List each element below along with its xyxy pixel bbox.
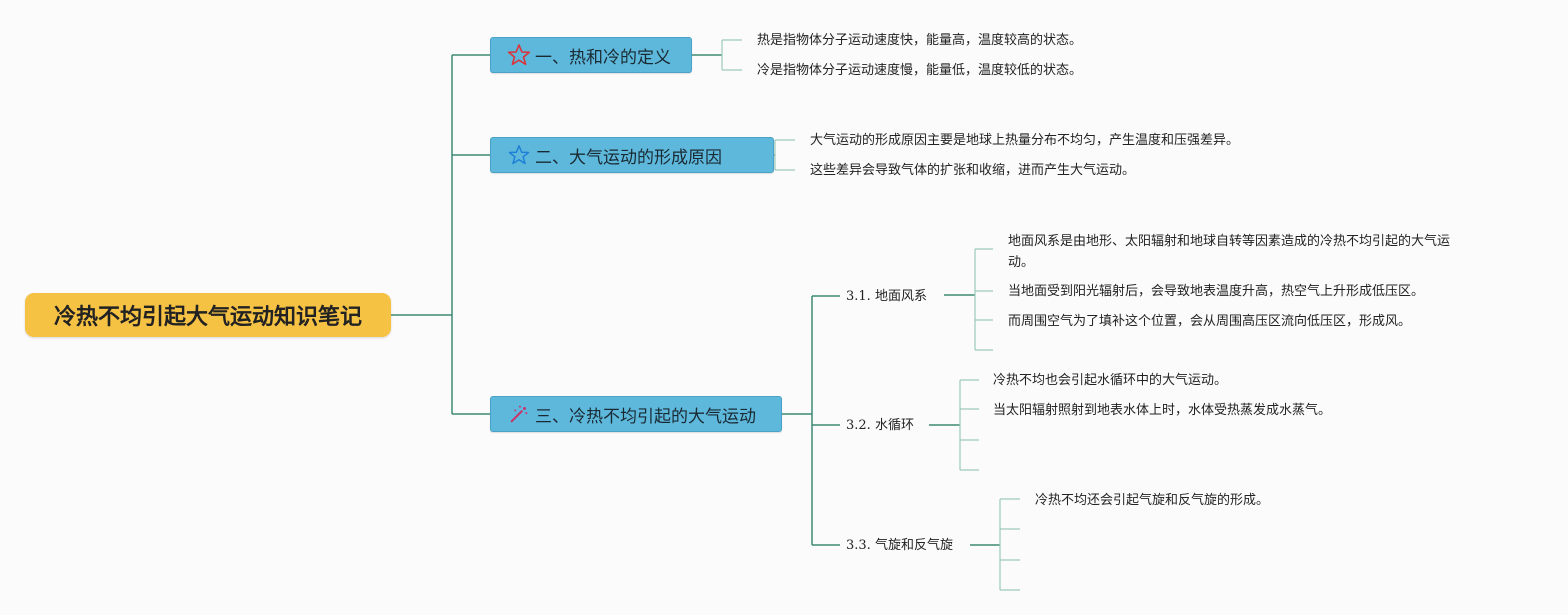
subtopic-cyclone[interactable]: 3.3. 气旋和反气旋 <box>846 538 953 553</box>
leaf-text: 大气运动的形成原因主要是地球上热量分布不均匀，产生温度和压强差异。 <box>810 133 1240 148</box>
blue-star-icon <box>507 143 531 167</box>
topic-formation-cause[interactable]: 二、大气运动的形成原因 <box>490 137 774 173</box>
subtopic-water-cycle[interactable]: 3.2. 水循环 <box>846 418 914 433</box>
red-star-icon <box>507 43 531 67</box>
root-topic[interactable]: 冷热不均引起大气运动知识笔记 <box>25 293 391 337</box>
leaf-text: 冷热不均还会引起气旋和反气旋的形成。 <box>1035 493 1270 508</box>
leaf-text: 当太阳辐射照射到地表水体上时，水体受热蒸发成水蒸气。 <box>993 403 1332 418</box>
leaf-text: 而周围空气为了填补这个位置，会从周围高压区流向低压区，形成风。 <box>1008 314 1412 329</box>
leaf-text: 地面风系是由地形、太阳辐射和地球自转等因素造成的冷热不均引起的大气运 <box>1008 234 1451 249</box>
leaf-text: 热是指物体分子运动速度快，能量高，温度较高的状态。 <box>757 33 1083 48</box>
leaf-text: 这些差异会导致气体的扩张和收缩，进而产生大气运动。 <box>810 163 1136 178</box>
topic-definition[interactable]: 一、热和冷的定义 <box>490 37 692 73</box>
topic-atmospheric-motion[interactable]: 三、冷热不均引起的大气运动 <box>490 396 782 432</box>
topic-label: 一、热和冷的定义 <box>535 47 671 68</box>
leaf-text: 冷热不均也会引起水循环中的大气运动。 <box>993 373 1228 388</box>
topic-label: 二、大气运动的形成原因 <box>535 147 722 168</box>
leaf-text: 冷是指物体分子运动速度慢，能量低，温度较低的状态。 <box>757 63 1083 78</box>
magic-wand-icon <box>507 402 531 426</box>
subtopic-ground-wind[interactable]: 3.1. 地面风系 <box>846 289 927 304</box>
topic-label: 三、冷热不均引起的大气运动 <box>535 406 756 427</box>
leaf-text: 动。 <box>1008 255 1035 270</box>
root-title: 冷热不均引起大气运动知识笔记 <box>53 305 362 330</box>
leaf-text: 当地面受到阳光辐射后，会导致地表温度升高，热空气上升形成低压区。 <box>1008 284 1425 299</box>
